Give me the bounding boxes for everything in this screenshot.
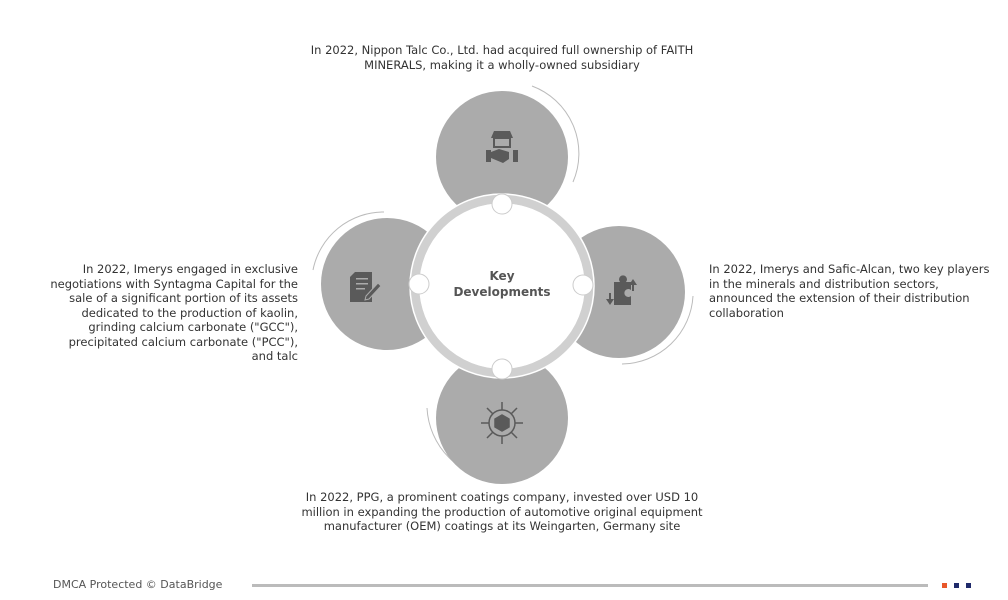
decorative-arc-top (531, 85, 580, 183)
footer-divider (252, 584, 928, 587)
center-disc (419, 203, 585, 369)
center-title-line2: Developments (453, 285, 550, 299)
footer-square-navy-1 (954, 583, 959, 588)
footer-square-navy-2 (966, 583, 971, 588)
decorative-arc-left (312, 211, 385, 271)
document-edit-icon (350, 272, 382, 302)
node-left (408, 273, 430, 295)
center-title-line1: Key (489, 269, 514, 283)
development-bottom-text: In 2022, PPG, a prominent coatings compa… (301, 490, 703, 533)
handshake-store-icon (486, 131, 518, 163)
development-top-text: In 2022, Nippon Talc Co., Ltd. had acqui… (310, 43, 694, 72)
development-right-text: In 2022, Imerys and Safic-Alcan, two key… (709, 262, 990, 320)
node-bottom (491, 358, 513, 380)
footer-copyright: DMCA Protected © DataBridge (53, 578, 223, 591)
box-distribution-icon (481, 402, 523, 444)
node-right (572, 274, 594, 296)
puzzle-exchange-icon (606, 275, 637, 305)
node-top (491, 193, 513, 215)
footer-square-orange (942, 583, 947, 588)
development-left-text: In 2022, Imerys engaged in exclusive neg… (50, 262, 298, 363)
decorative-arc-right (621, 295, 694, 365)
